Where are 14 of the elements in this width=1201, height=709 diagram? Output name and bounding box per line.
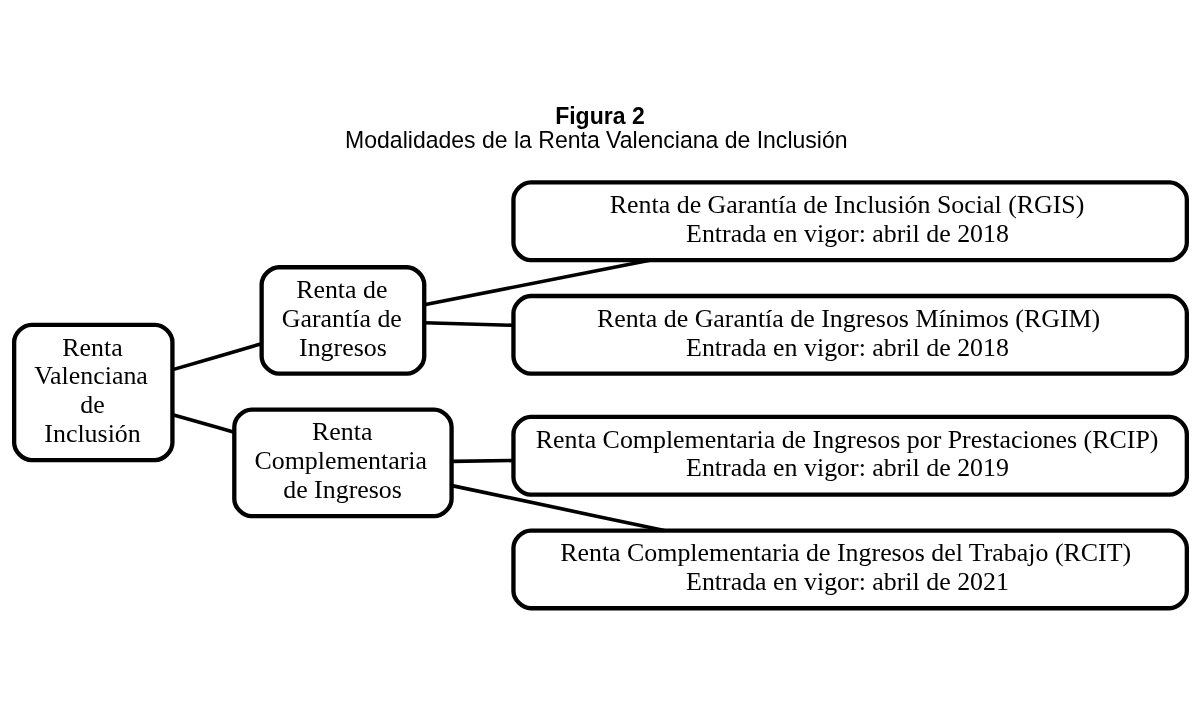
connector [451, 483, 665, 532]
node-box: Renta Complementaria de Ingresos del Trabajo (RCIT) Entrada en vigor: abril de 2021 [511, 527, 1189, 610]
node-box: Renta de Garantía de Ingresos [259, 264, 427, 376]
connector [172, 412, 235, 434]
connector [451, 458, 514, 463]
node-box: Renta de Garantía de Ingresos Mínimos (RGIM) Entrada en vigor: abril de 2018 [511, 293, 1189, 376]
node-box: Renta Valenciana de Inclusión [12, 322, 175, 462]
node-box: Renta de Garantía de Inclusión Social (RGIS) Entrada en vigor: abril de 2018 [511, 179, 1189, 262]
connector [172, 341, 262, 371]
node-box: Renta Complementaria de Ingresos por Prestaciones (RCIP) Entrada en vigor: abril de 2019 [511, 414, 1189, 497]
connector [423, 257, 652, 306]
diagram-title: Figura 2 [555, 102, 645, 129]
connector [424, 320, 514, 327]
node-box: Renta Complementaria de Ingresos [232, 407, 454, 518]
